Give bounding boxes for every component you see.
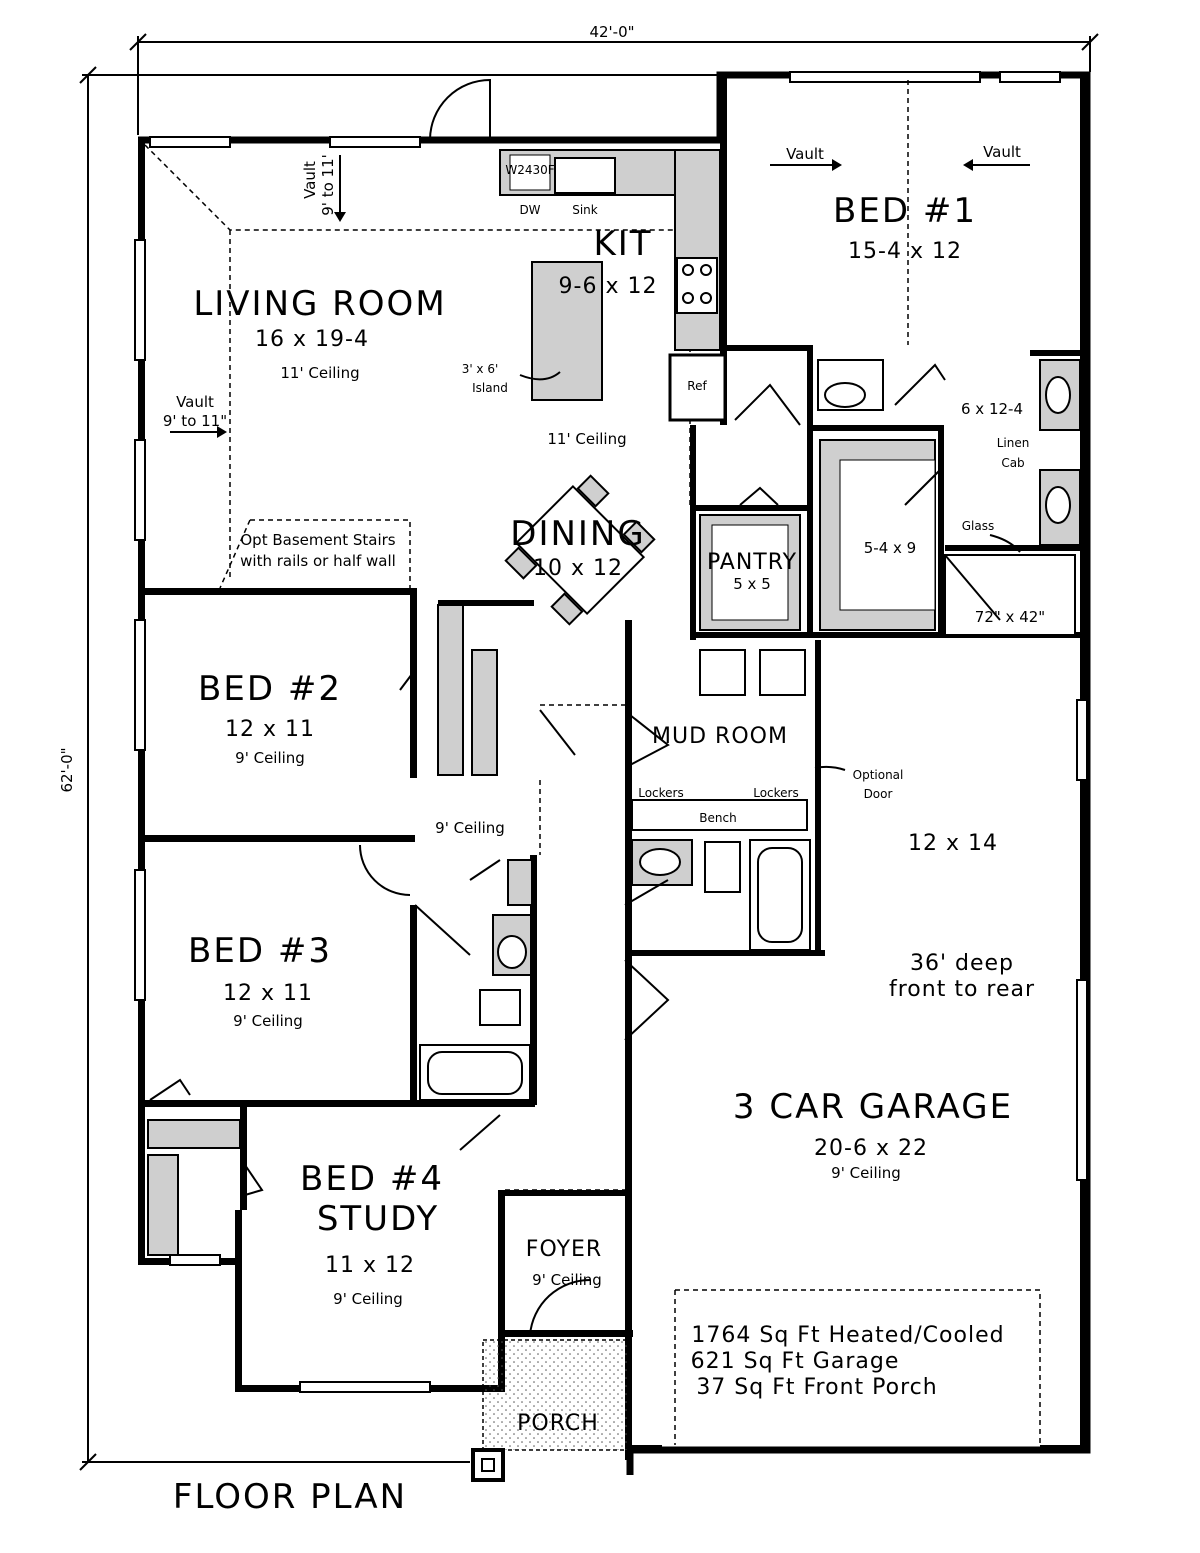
shower-icon [944, 554, 1076, 636]
vault-range-top: 9' to 11' [319, 154, 337, 215]
dishwasher-label: DW [519, 203, 540, 217]
bed2-ceiling: 9' Ceiling [235, 749, 305, 767]
dining-ceiling: 11' Ceiling [547, 430, 626, 448]
bed3-ceiling: 9' Ceiling [233, 1012, 303, 1030]
mud-room-name: MUD ROOM [652, 724, 788, 749]
bed4-name: BED #4 [300, 1159, 444, 1199]
plan-title: FLOOR PLAN [173, 1477, 407, 1517]
kitchen-island [531, 261, 603, 401]
island-note-2: Island [472, 381, 508, 395]
summary-line-2: 621 Sq Ft Garage [691, 1349, 900, 1374]
depth-dimension: 62'-0" [58, 747, 76, 792]
dishwasher-icon [509, 154, 551, 191]
garage-size: 20-6 x 22 [814, 1136, 928, 1161]
sink-icon [554, 157, 616, 194]
linen-note-2: Cab [1001, 456, 1024, 470]
bed4-name-2: STUDY [317, 1199, 439, 1239]
closet-size: 5-4 x 9 [864, 539, 916, 557]
garage-depth-note-2: front to rear [889, 977, 1035, 1002]
bath-fixtures [419, 359, 1081, 1101]
pantry-name: PANTRY [707, 550, 797, 575]
vault-range-left: 9' to 11" [163, 412, 227, 430]
sink-icon [1045, 486, 1071, 524]
pantry-size: 5 x 5 [733, 575, 771, 593]
washer-icon [699, 649, 746, 696]
vault-note-bed1-right: Vault [983, 143, 1021, 161]
porch-name: PORCH [517, 1411, 599, 1436]
master-bath-size: 6 x 12-4 [961, 400, 1023, 418]
optional-door-note-1: Optional [853, 768, 904, 782]
bathtub-icon [419, 1044, 531, 1101]
kitchen-counters [499, 149, 727, 422]
width-dimension: 42'-0" [589, 23, 634, 41]
optional-door-note-2: Door [864, 787, 893, 801]
door-swings [149, 78, 946, 1336]
refrigerator-label: Ref [687, 379, 707, 393]
vault-arrows [170, 155, 1030, 771]
linen-note-1: Linen [997, 436, 1030, 450]
garage-ceiling: 9' Ceiling [831, 1164, 901, 1182]
bench-label: Bench [699, 811, 736, 825]
vault-note-top: Vault [301, 161, 319, 199]
lockers-right: Lockers [753, 786, 799, 800]
sink-icon [639, 848, 681, 876]
summary-line-1: 1764 Sq Ft Heated/Cooled [691, 1323, 1004, 1348]
shower-size: 72" x 42" [975, 608, 1045, 626]
storage-size: 12 x 14 [908, 831, 998, 856]
bed4-ceiling: 9' Ceiling [333, 1290, 403, 1308]
dimension-lines [79, 33, 1099, 1471]
windows [134, 71, 1088, 1393]
hall-ceiling: 9' Ceiling [435, 819, 505, 837]
garage-name: 3 CAR GARAGE [733, 1087, 1013, 1127]
basement-note-1: Opt Basement Stairs [240, 531, 395, 549]
kitchen-name: KIT [593, 224, 652, 264]
summary-line-3: 37 Sq Ft Front Porch [696, 1375, 937, 1400]
foyer-ceiling: 9' Ceiling [532, 1271, 602, 1289]
basement-note-2: with rails or half wall [240, 552, 396, 570]
bed3-name: BED #3 [188, 931, 332, 971]
w2430f-label: W2430F [505, 163, 554, 177]
lockers [631, 799, 808, 831]
lockers-left: Lockers [638, 786, 684, 800]
dining-table [504, 474, 656, 626]
dryer-icon [759, 649, 806, 696]
bed2-name: BED #2 [198, 669, 342, 709]
living-room-ceiling: 11' Ceiling [280, 364, 359, 382]
garage-depth-note-1: 36' deep [910, 951, 1014, 976]
island-note-1: 3' x 6' [462, 362, 499, 376]
range-icon [676, 257, 718, 314]
refrigerator-icon [668, 353, 727, 422]
interior-walls [145, 345, 1080, 1335]
toilet-icon [817, 359, 884, 411]
bed1-size: 15-4 x 12 [848, 239, 962, 264]
vault-note-bed1-left: Vault [786, 145, 824, 163]
bathtub-icon [749, 839, 811, 951]
dining-name: DINING [510, 514, 645, 554]
foyer-name: FOYER [526, 1237, 602, 1262]
bed2-size: 12 x 11 [225, 717, 315, 742]
bed3-size: 12 x 11 [223, 981, 313, 1006]
living-room-name: LIVING ROOM [193, 284, 446, 324]
toilet-icon [479, 989, 521, 1026]
toilet-icon [704, 841, 741, 893]
glass-note: Glass [962, 519, 995, 533]
vault-note-left: Vault [176, 393, 214, 411]
bed4-size: 11 x 12 [325, 1253, 415, 1278]
sink-label: Sink [572, 203, 598, 217]
sink-icon [1045, 376, 1071, 414]
living-room-size: 16 x 19-4 [255, 327, 369, 352]
bed1-name: BED #1 [833, 191, 977, 231]
sink-icon [497, 935, 527, 969]
kitchen-size: 9-6 x 12 [559, 274, 658, 299]
porch-slab [482, 1339, 629, 1451]
dining-size: 10 x 12 [533, 556, 623, 581]
